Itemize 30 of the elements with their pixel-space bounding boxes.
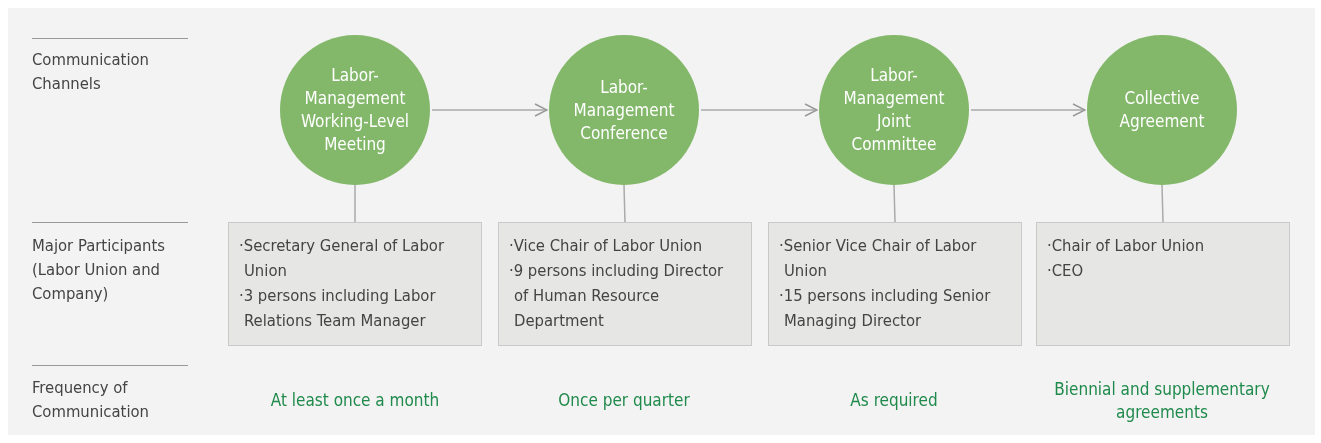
frequency-text: Once per quarter (557, 389, 691, 412)
participant-item: ·9 persons including Director of Human Resource Department (509, 260, 725, 332)
connector-line (354, 184, 356, 223)
frequency-text: At least once a month (269, 389, 441, 412)
participants-box (768, 222, 1022, 346)
frequency-text: Biennial and supplementary agreements (1053, 378, 1271, 424)
frequency-text: As required (849, 389, 939, 412)
connector-line (893, 184, 896, 223)
participant-item: ·Chair of Labor Union (1047, 235, 1205, 257)
participant-item: ·Senior Vice Chair of Labor Union (779, 235, 978, 282)
row-heading: Major Participants (Labor Union and Company) (32, 235, 167, 305)
participant-item: ·CEO (1047, 260, 1084, 282)
node-title: Labor-Management Joint Committee (842, 64, 946, 156)
participant-item: ·15 persons including Senior Managing Director (779, 285, 992, 332)
connector-line (1161, 184, 1164, 223)
participant-item: ·Vice Chair of Labor Union (509, 235, 703, 257)
arrow (970, 103, 1086, 117)
participants-box (228, 222, 482, 346)
participants-box (498, 222, 752, 346)
arrow (431, 103, 548, 117)
participant-item: ·3 persons including Labor Relations Team Manager (239, 285, 437, 332)
connector-line (623, 184, 626, 223)
node-title: Labor-Management Working-Level Meeting (299, 64, 411, 156)
participants-box (1036, 222, 1290, 346)
node-title: Labor-Management Conference (572, 75, 676, 145)
row-heading: Communication Channels (32, 49, 150, 95)
arrow (700, 103, 818, 117)
row-heading: Frequency of Communication (32, 377, 150, 423)
node-title: Collective Agreement (1118, 87, 1206, 133)
participant-item: ·Secretary General of Labor Union (239, 235, 446, 282)
